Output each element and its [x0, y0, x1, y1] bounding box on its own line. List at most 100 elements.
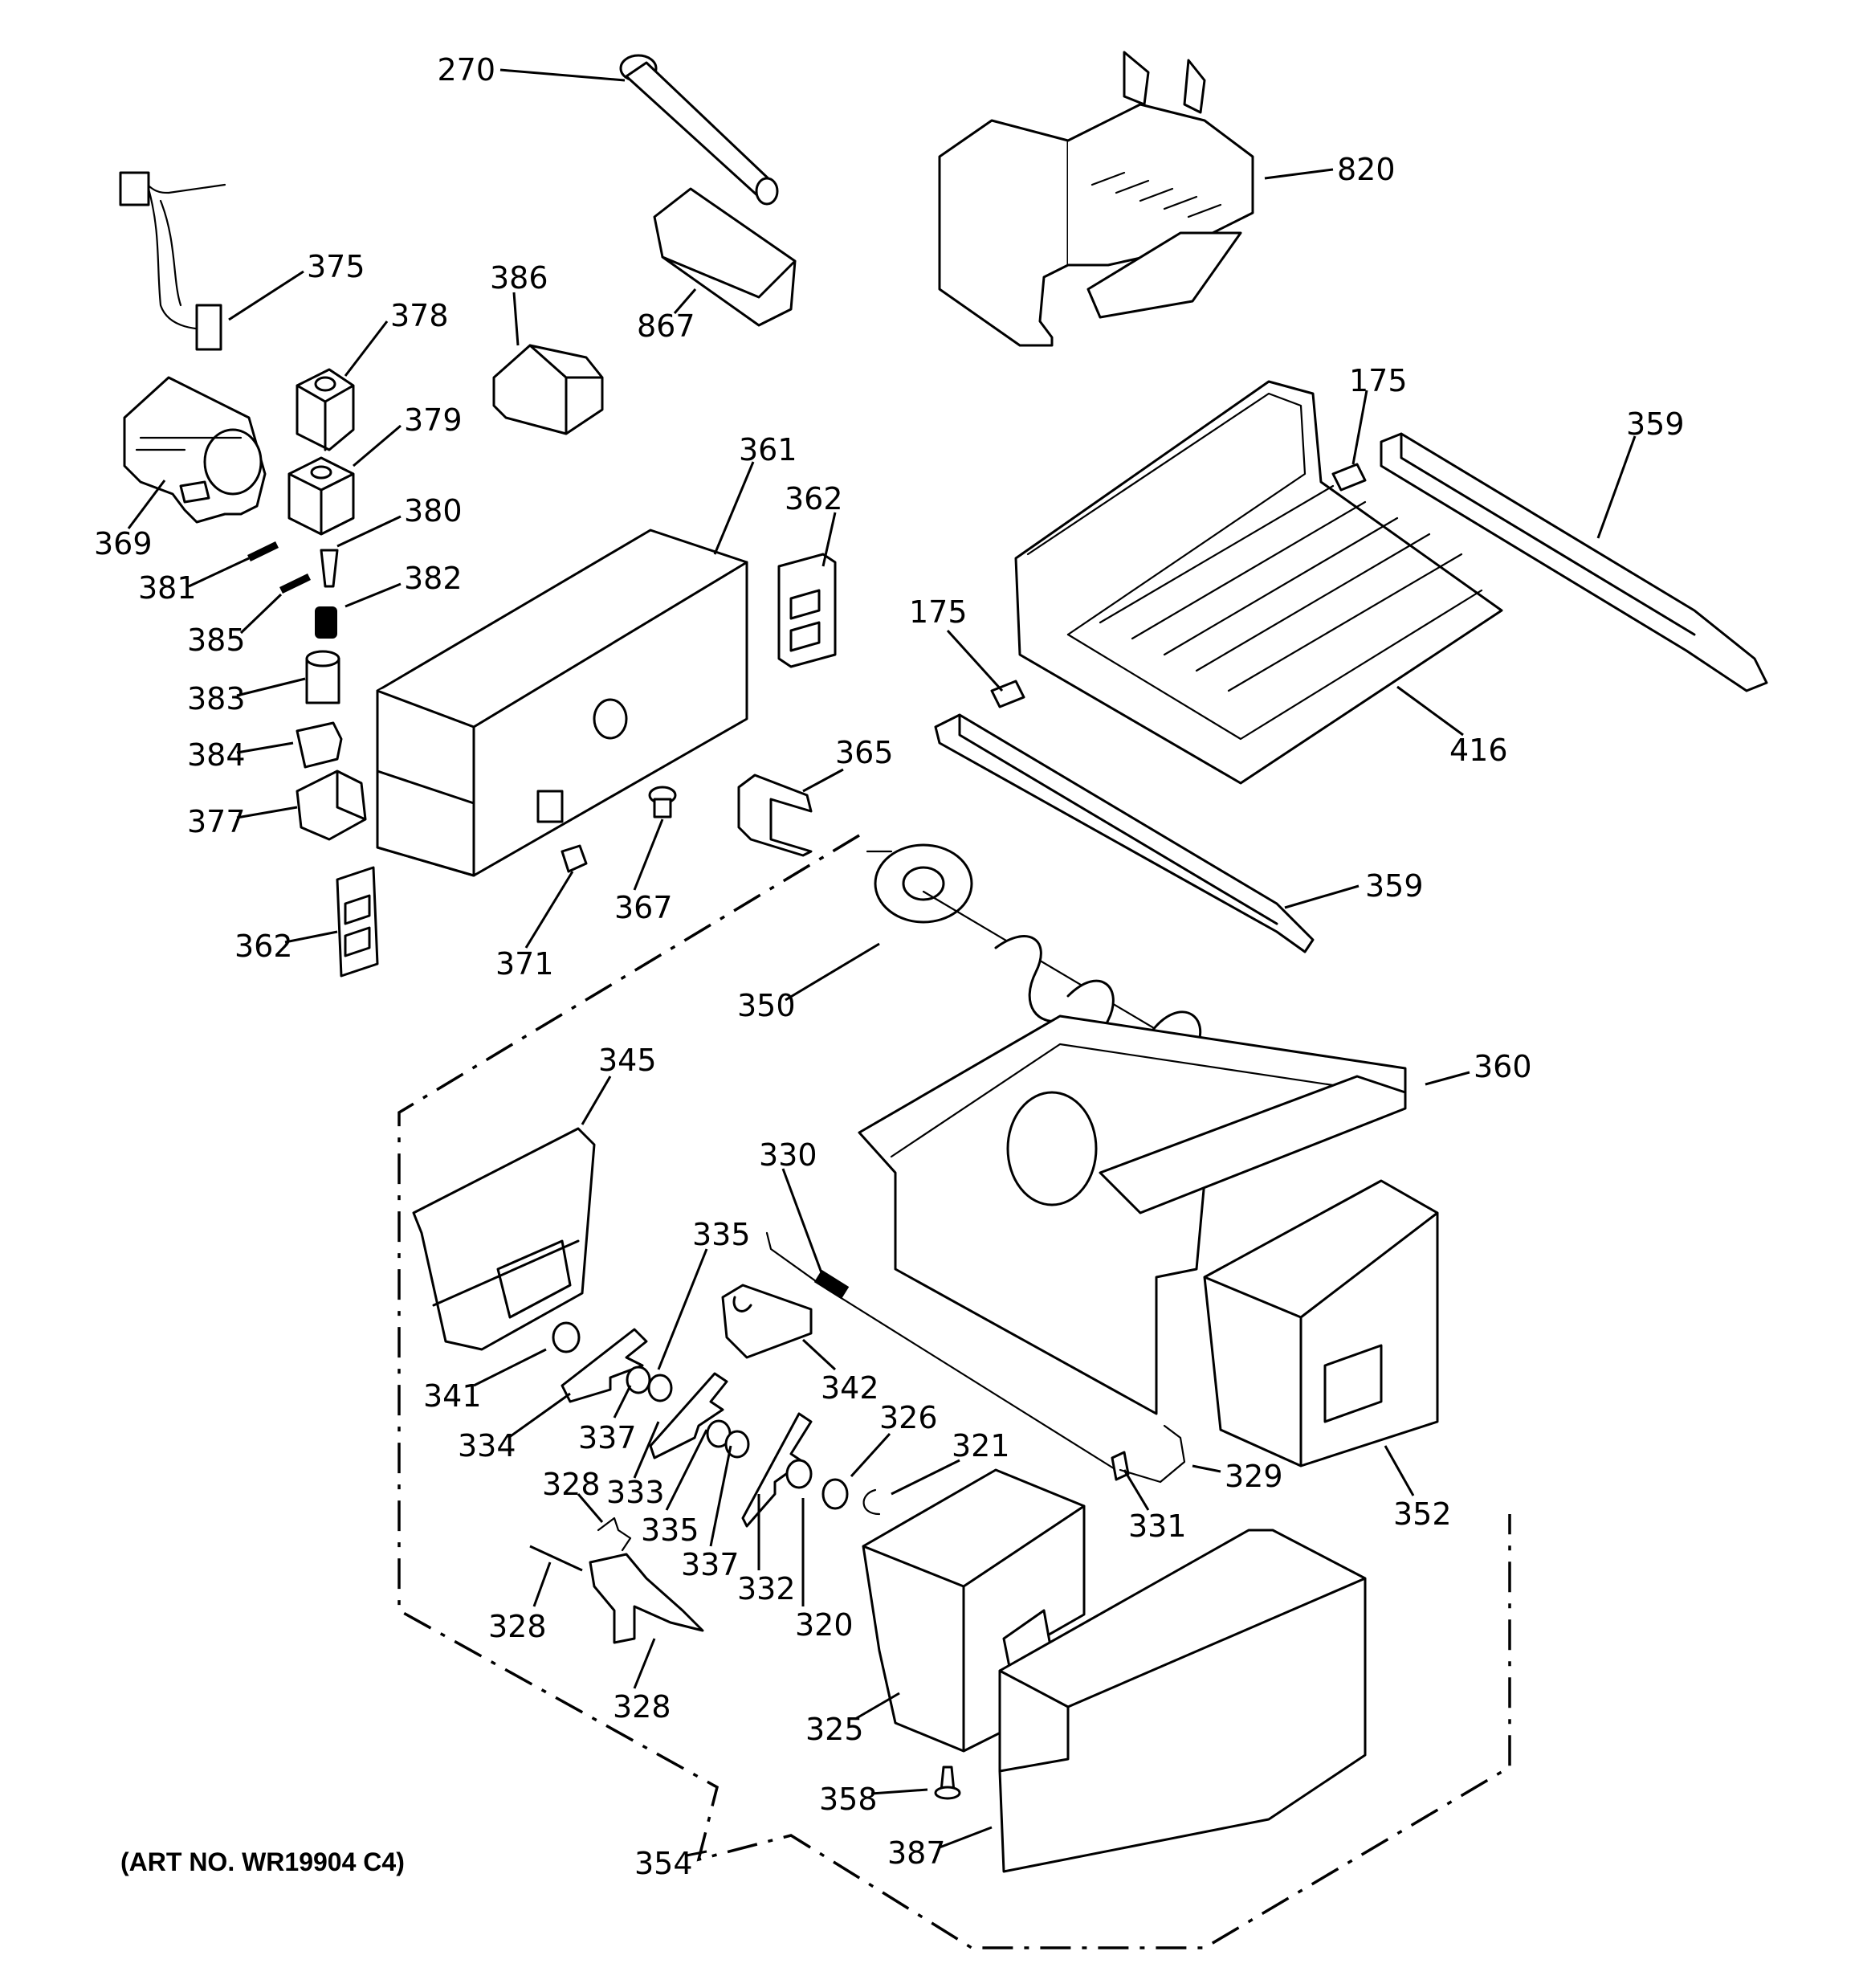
callout-c360: 360	[1425, 1049, 1532, 1086]
leader-line	[709, 1445, 732, 1547]
callout-label: 365	[835, 735, 894, 770]
part-387-dispenser-cover	[998, 1529, 1367, 1873]
callout-c335a: 335	[657, 1217, 751, 1370]
part-360-ice-bucket	[858, 1014, 1407, 1415]
callout-label: 352	[1393, 1496, 1452, 1532]
leader-line	[344, 320, 389, 377]
callout-c385: 385	[187, 593, 283, 658]
leader-line	[821, 512, 837, 567]
callout-label: 335	[641, 1512, 699, 1548]
callout-label: 820	[1337, 152, 1396, 187]
callout-label: 362	[234, 929, 293, 964]
callout-label: 360	[1474, 1049, 1532, 1084]
leader-line	[127, 480, 166, 529]
callout-c354: 354	[634, 1846, 707, 1881]
leader-line	[633, 1421, 660, 1479]
callout-label: 867	[637, 308, 695, 344]
callout-label: 335	[692, 1217, 751, 1252]
leader-line	[802, 768, 844, 793]
part-384-clip	[296, 721, 343, 769]
callout-c320: 320	[795, 1498, 854, 1643]
callout-label: 383	[187, 681, 246, 716]
callout-c331: 331	[1123, 1469, 1187, 1544]
part-328-actuator	[589, 1553, 704, 1644]
callout-c325: 325	[805, 1692, 900, 1747]
callout-c332: 332	[737, 1494, 796, 1606]
callout-label: 270	[437, 52, 495, 88]
part-328-spring	[597, 1517, 632, 1552]
callout-c328b: 328	[488, 1561, 552, 1644]
part-375-wire-harness	[119, 171, 226, 351]
callout-label: 331	[1128, 1508, 1187, 1544]
callout-label: 332	[737, 1571, 796, 1606]
callout-c345: 345	[581, 1043, 657, 1125]
callout-c384: 384	[187, 737, 294, 773]
leader-line	[785, 942, 880, 1002]
leader-line	[801, 1338, 837, 1371]
part-378-solenoid	[296, 368, 355, 451]
callout-c367: 367	[614, 818, 673, 925]
leader-line	[532, 1561, 552, 1607]
callout-c175b: 175	[909, 594, 1004, 692]
leader-line	[657, 1248, 708, 1370]
callout-c328a: 328	[542, 1467, 604, 1523]
callout-c335b: 335	[641, 1429, 708, 1548]
part-378-hole	[314, 376, 336, 392]
leader-line	[781, 1168, 825, 1278]
callout-label: 341	[423, 1378, 482, 1414]
part-379-hole	[310, 465, 332, 480]
callout-c386: 386	[490, 260, 548, 346]
part-345-crusher-cover	[412, 1127, 596, 1351]
leader-line	[236, 741, 294, 754]
callout-c359b: 359	[1284, 868, 1424, 909]
part-362-bracket-lower	[336, 866, 379, 978]
leader-line	[228, 270, 304, 321]
leader-line	[850, 1432, 891, 1478]
leader-line	[188, 557, 250, 588]
part-320-bushing	[785, 1459, 813, 1489]
callout-label: 371	[495, 946, 554, 982]
callout-c382: 382	[344, 561, 463, 608]
callout-c337a: 337	[578, 1385, 637, 1455]
callout-c361: 361	[713, 432, 797, 555]
callout-label: 361	[739, 432, 797, 467]
leader-line	[524, 871, 574, 949]
leader-line	[336, 515, 402, 548]
art-number: (ART NO. WR19904 C4)	[120, 1847, 405, 1876]
callout-label: 379	[404, 402, 463, 438]
part-341-ring	[552, 1321, 581, 1353]
callout-label: 328	[613, 1689, 671, 1725]
callout-c377: 377	[187, 804, 298, 839]
callout-c333: 333	[606, 1421, 665, 1510]
callout-c359a: 359	[1596, 406, 1685, 539]
leader-line	[1264, 168, 1334, 180]
callout-c378: 378	[344, 298, 449, 377]
callout-c328c: 328	[613, 1638, 671, 1725]
leader-line	[577, 1493, 604, 1523]
part-820-icemaker	[938, 51, 1254, 347]
callout-c350: 350	[737, 942, 880, 1023]
callout-label: 362	[785, 481, 843, 516]
callout-label: 321	[952, 1428, 1010, 1463]
callout-label: 375	[307, 249, 365, 284]
callout-c175a: 175	[1349, 363, 1408, 465]
leader-line	[633, 1638, 656, 1689]
leader-line	[236, 677, 306, 697]
part-342-actuator	[721, 1284, 813, 1359]
callout-label: 320	[795, 1607, 854, 1643]
callout-label: 380	[404, 493, 463, 529]
callout-label: 334	[458, 1428, 516, 1463]
callout-c337b: 337	[681, 1445, 740, 1582]
callout-label: 333	[606, 1475, 665, 1510]
leader-line	[1123, 1469, 1150, 1511]
callout-c362b: 362	[234, 929, 338, 964]
leader-line	[508, 1392, 571, 1439]
callout-label: 358	[819, 1782, 878, 1817]
part-367-screw	[648, 786, 677, 818]
callout-label: 325	[805, 1712, 864, 1747]
leader-line	[1596, 435, 1637, 539]
part-270-fill-tube	[619, 54, 779, 206]
callout-label: 359	[1365, 868, 1424, 904]
callout-c380: 380	[336, 493, 463, 548]
callout-label: 175	[1349, 363, 1408, 398]
